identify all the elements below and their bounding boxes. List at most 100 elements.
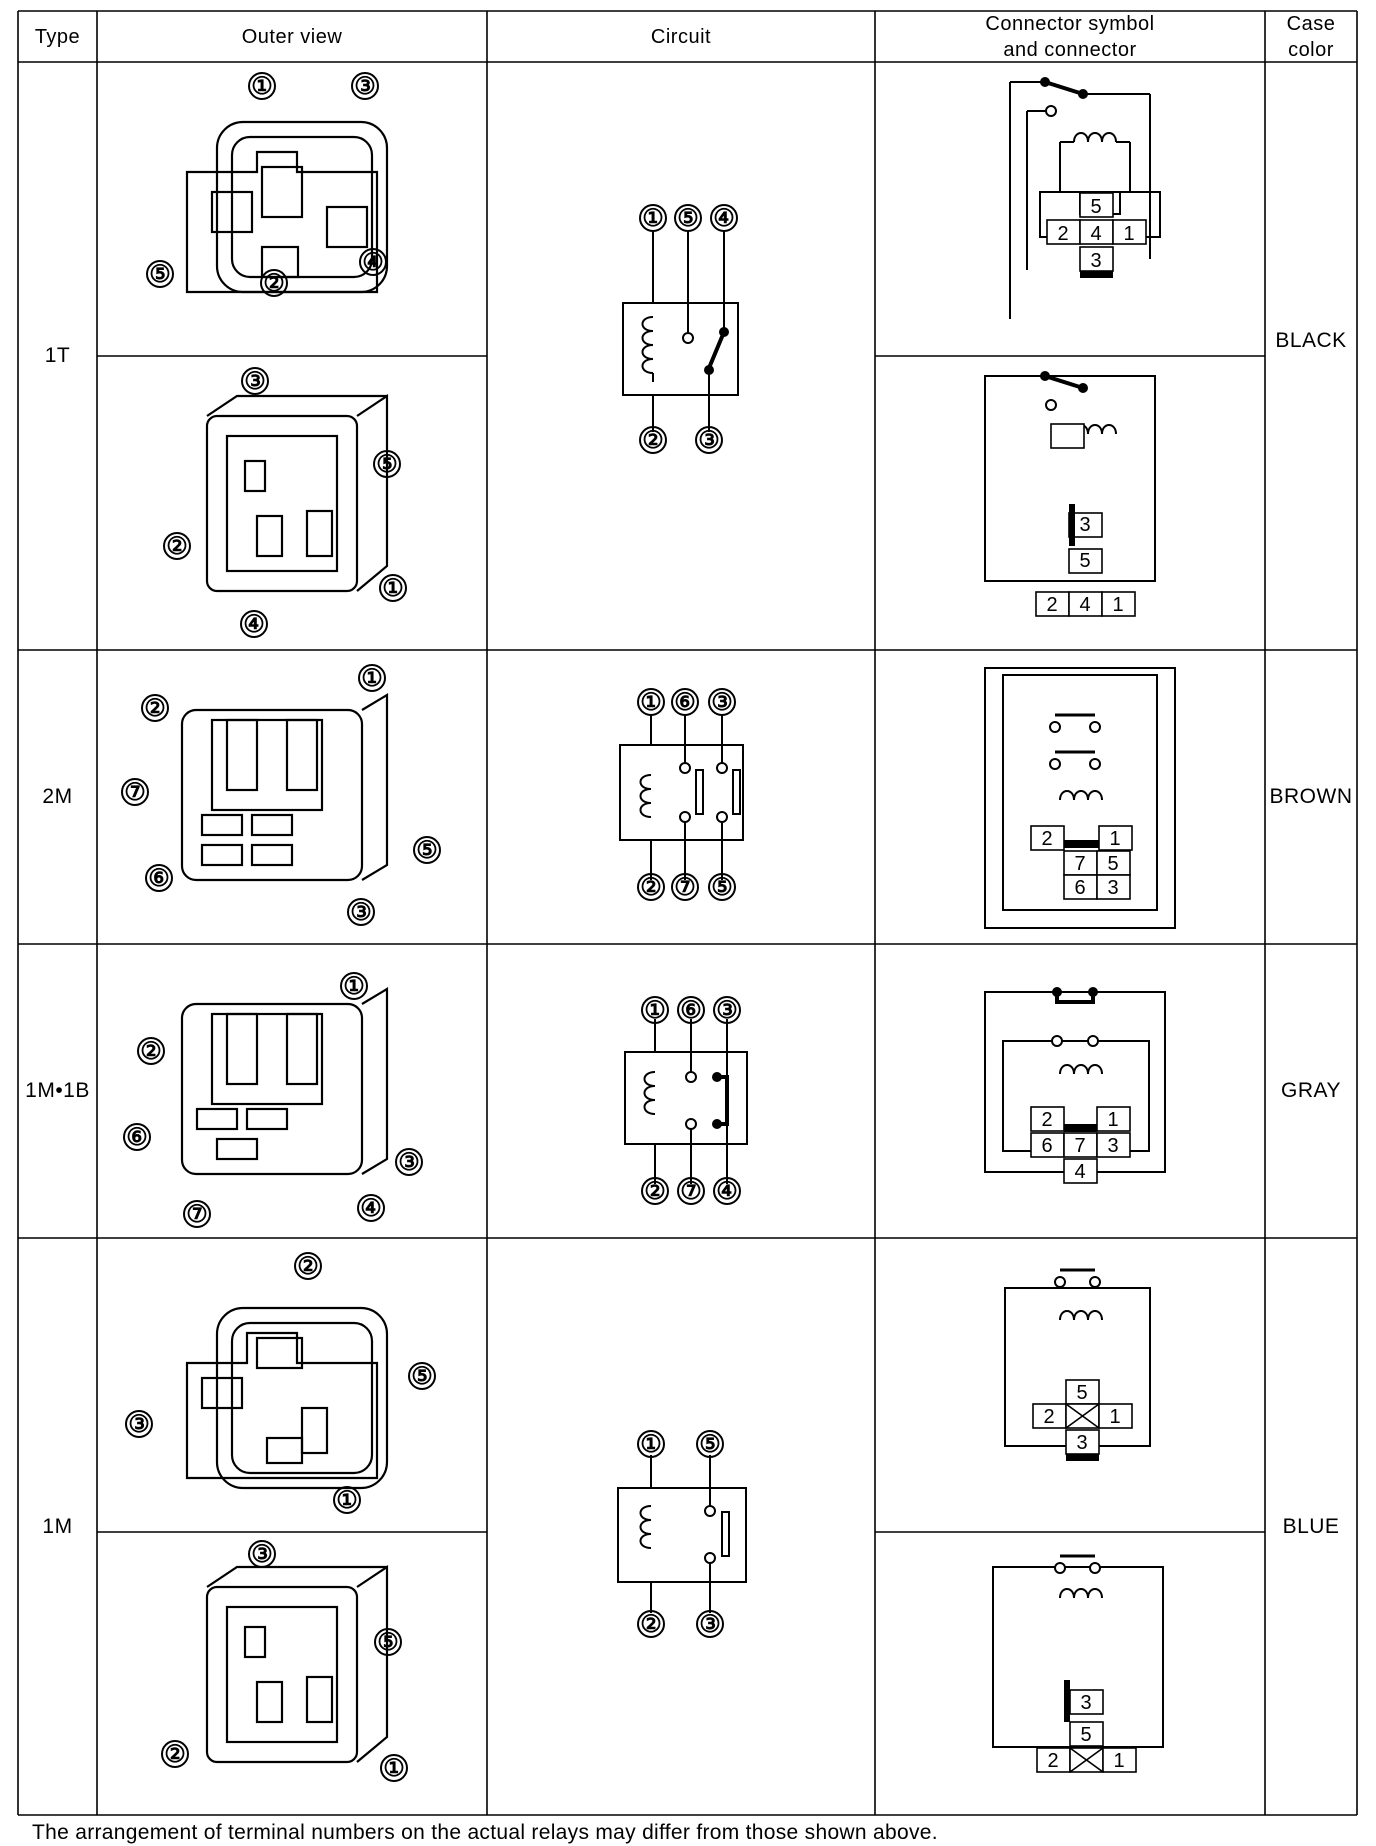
conn-1t-b-4: 4 bbox=[1079, 594, 1090, 616]
conn-2m-6: 6 bbox=[1074, 877, 1085, 899]
conn-2m-2: 2 bbox=[1041, 828, 1052, 850]
circuit-1m1b: ① ⑥ ③ ② ⑦ ④ bbox=[624, 996, 748, 1205]
type-2m: 2M bbox=[42, 785, 73, 808]
outer-2m-label-7: ⑦ bbox=[124, 779, 146, 806]
outer-1m-b-label-2: ② bbox=[164, 1741, 186, 1768]
outer-1t-b-label-1: ① bbox=[382, 575, 404, 602]
circuit-1m1b-top-1: ① bbox=[644, 997, 666, 1024]
circuit-1t-bottom-1: ② bbox=[642, 427, 664, 454]
outer-1m1b-label-1: ① bbox=[343, 973, 365, 1000]
outer-2m-label-6: ⑥ bbox=[148, 865, 170, 892]
outer-1t-b-label-2: ② bbox=[166, 533, 188, 560]
outer-2m-label-5: ⑤ bbox=[416, 837, 438, 864]
outer-1m1b-label-6: ⑥ bbox=[126, 1124, 148, 1151]
circuit-1m-bottom-2: ③ bbox=[699, 1611, 721, 1638]
conn-1m-b-2: 2 bbox=[1047, 1750, 1058, 1772]
outer-1m-a-label-2: ② bbox=[297, 1253, 319, 1280]
conn-1t-a-4: 4 bbox=[1090, 223, 1101, 245]
outer-2m-label-1: ① bbox=[361, 665, 383, 692]
connector-1m1b: 2 1 6 7 3 4 bbox=[984, 987, 1166, 1184]
circuit-1m-bottom-1: ② bbox=[640, 1611, 662, 1638]
conn-1m1b-4: 4 bbox=[1074, 1161, 1085, 1183]
case-color-black: BLACK bbox=[1275, 329, 1347, 352]
relay-outer-view-1m-a: ② ⑤ ③ ① bbox=[125, 1252, 436, 1514]
outer-1m-b-label-3: ③ bbox=[251, 1541, 273, 1568]
circuit-1m: ① ⑤ ② ③ bbox=[617, 1430, 747, 1638]
conn-2m-5: 5 bbox=[1107, 853, 1118, 875]
circuit-2m-top-3: ③ bbox=[711, 689, 733, 716]
connector-1t-a: 5 2 4 1 3 bbox=[1009, 77, 1161, 319]
outer-1t-b-label-5: ⑤ bbox=[376, 451, 398, 478]
conn-2m-3: 3 bbox=[1107, 877, 1118, 899]
conn-1t-a-2: 2 bbox=[1057, 223, 1068, 245]
circuit-1t-top-1: ① bbox=[642, 205, 664, 232]
outer-1t-b-label-4: ④ bbox=[243, 611, 265, 638]
type-1t: 1T bbox=[44, 344, 71, 367]
circuit-1t: ① ⑤ ④ ② ③ bbox=[622, 204, 739, 454]
outer-1m1b-label-4: ④ bbox=[360, 1195, 382, 1222]
type-1m: 1M bbox=[42, 1514, 73, 1538]
conn-1m-b-3: 3 bbox=[1080, 1692, 1091, 1714]
outer-1t-a-label-2: ② bbox=[263, 270, 285, 297]
conn-1m1b-7: 7 bbox=[1074, 1135, 1085, 1157]
outer-1t-a-label-5: ⑤ bbox=[149, 261, 171, 288]
svg-text:3: 3 bbox=[1079, 514, 1090, 536]
footnote: The arrangement of terminal numbers on t… bbox=[32, 1821, 938, 1844]
outer-1t-a-label-1: ① bbox=[251, 73, 273, 100]
circuit-1m1b-bottom-3: ④ bbox=[716, 1178, 738, 1205]
relay-outer-view-2m: ② ① ⑦ ⑤ ⑥ ③ bbox=[121, 664, 441, 926]
circuit-2m-top-1: ① bbox=[640, 689, 662, 716]
circuit-2m-top-2: ⑥ bbox=[674, 689, 696, 716]
case-color-blue: BLUE bbox=[1282, 1514, 1340, 1538]
conn-1m-b-5: 5 bbox=[1080, 1724, 1091, 1746]
outer-1m1b-label-2: ② bbox=[140, 1038, 162, 1065]
header-type: Type bbox=[34, 25, 81, 48]
outer-1t-a-label-3: ③ bbox=[354, 73, 376, 100]
circuit-1m1b-bottom-2: ⑦ bbox=[680, 1178, 702, 1205]
type-1m1b: 1M•1B bbox=[25, 1079, 90, 1102]
header-outer-view: Outer view bbox=[241, 25, 343, 48]
conn-1t-a-3: 3 bbox=[1090, 250, 1101, 272]
circuit-2m-bottom-1: ② bbox=[640, 874, 662, 901]
circuit-1m1b-top-2: ⑥ bbox=[680, 997, 702, 1024]
conn-1m-a-5: 5 bbox=[1076, 1382, 1087, 1404]
outer-1m-b-label-5: ⑤ bbox=[377, 1629, 399, 1656]
conn-1m1b-3: 3 bbox=[1107, 1135, 1118, 1157]
circuit-1m1b-top-3: ③ bbox=[716, 997, 738, 1024]
conn-1t-b-1: 1 bbox=[1112, 594, 1123, 616]
connector-2m: 2 1 7 5 6 3 bbox=[984, 667, 1176, 929]
conn-1t-b-5: 5 bbox=[1079, 550, 1090, 572]
outer-1m1b-label-3: ③ bbox=[398, 1149, 420, 1176]
outer-1t-b-label-3: ③ bbox=[244, 368, 266, 395]
relay-outer-view-1m1b: ① ② ⑥ ③ ⑦ ④ bbox=[123, 972, 423, 1228]
conn-1m-a-1: 1 bbox=[1109, 1406, 1120, 1428]
case-color-gray: GRAY bbox=[1281, 1079, 1341, 1102]
relay-outer-view-1m-b: ③ ⑤ ② ① bbox=[161, 1540, 408, 1782]
relay-outer-view-1t-b: ③ ⑤ ② ① ④ bbox=[163, 367, 407, 638]
conn-2m-1: 1 bbox=[1109, 828, 1120, 850]
connector-1m-a: 5 2 1 3 bbox=[1004, 1268, 1151, 1461]
connector-1t-b: 3 3 5 2 4 1 bbox=[984, 371, 1156, 617]
conn-1t-a-5: 5 bbox=[1090, 196, 1101, 218]
conn-1m1b-1: 1 bbox=[1107, 1109, 1118, 1131]
outer-1m1b-label-7: ⑦ bbox=[186, 1201, 208, 1228]
relay-outer-view-1t-a: ① ③ ⑤ ② ④ bbox=[146, 72, 389, 297]
outer-2m-label-3: ③ bbox=[350, 899, 372, 926]
conn-2m-7: 7 bbox=[1074, 853, 1085, 875]
case-color-brown: BROWN bbox=[1269, 785, 1353, 808]
circuit-1m-top-1: ① bbox=[640, 1431, 662, 1458]
conn-1t-b-2: 2 bbox=[1046, 594, 1057, 616]
conn-1m1b-2: 2 bbox=[1041, 1109, 1052, 1131]
conn-1m-a-2: 2 bbox=[1043, 1406, 1054, 1428]
connector-1m-b: 3 5 2 1 bbox=[992, 1554, 1164, 1773]
circuit-2m-bottom-3: ⑤ bbox=[711, 874, 733, 901]
circuit-1m1b-bottom-1: ② bbox=[644, 1178, 666, 1205]
conn-1t-a-1: 1 bbox=[1123, 223, 1134, 245]
outer-1m-b-label-1: ① bbox=[383, 1755, 405, 1782]
outer-2m-label-2: ② bbox=[144, 695, 166, 722]
circuit-2m: ① ⑥ ③ ② ⑦ ⑤ bbox=[619, 688, 744, 901]
outer-1m-a-label-1: ① bbox=[336, 1487, 358, 1514]
circuit-1t-top-3: ④ bbox=[713, 205, 735, 232]
